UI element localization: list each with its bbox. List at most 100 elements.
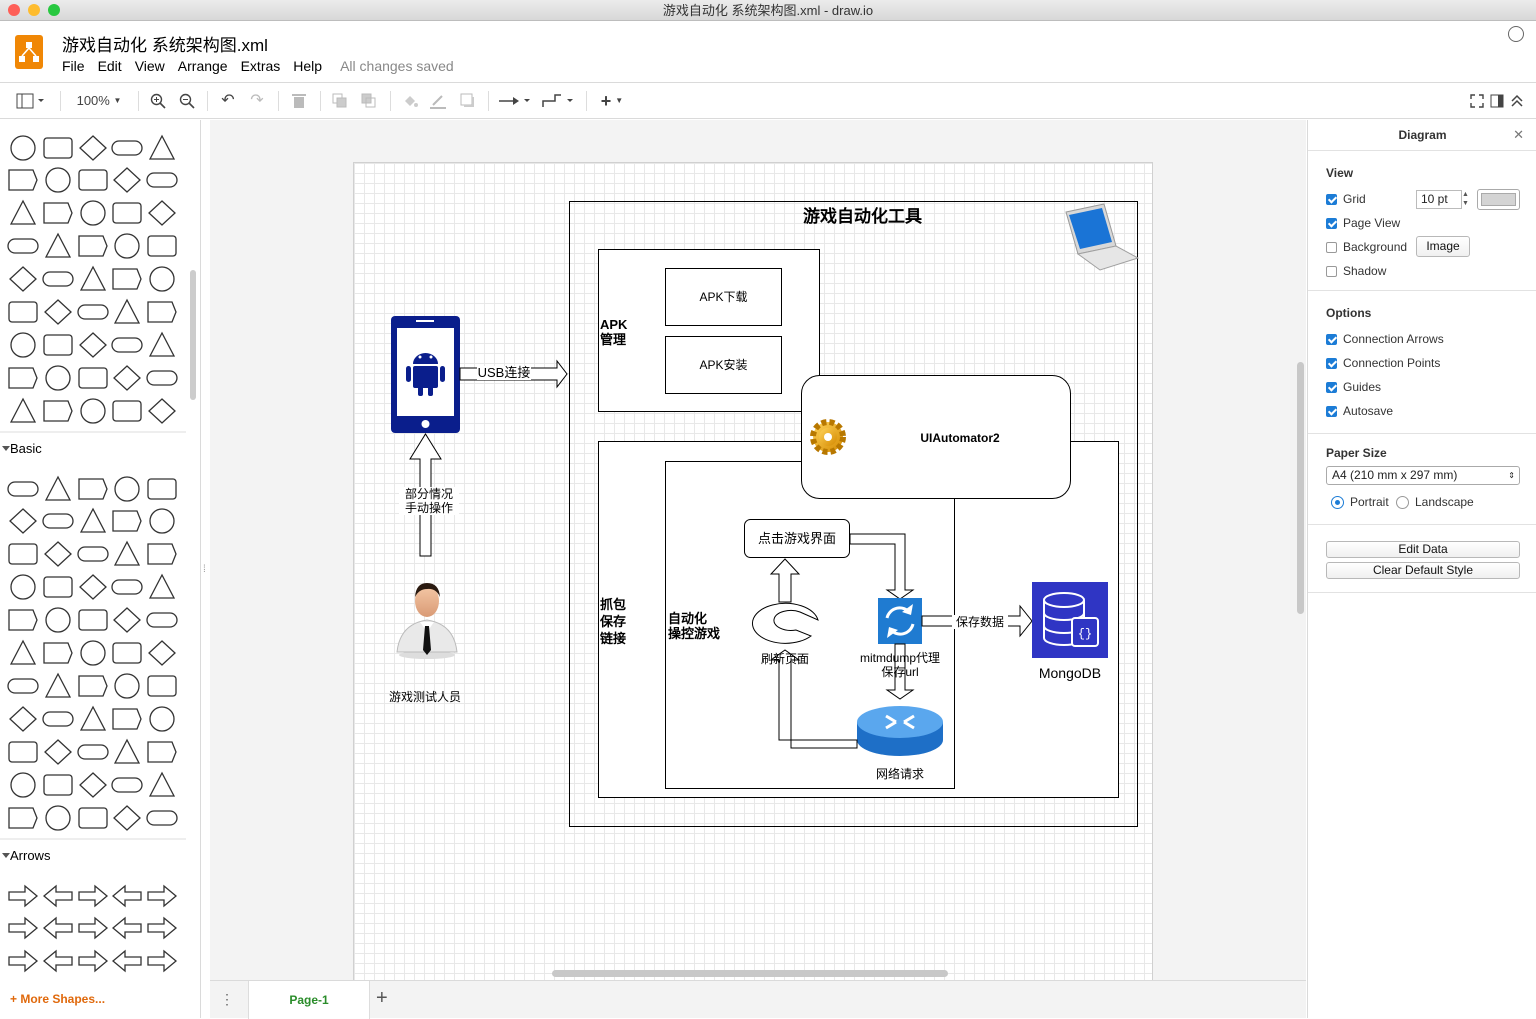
- palette-shape[interactable]: [113, 607, 141, 633]
- landscape-radio[interactable]: Landscape: [1396, 495, 1474, 509]
- palette-shape[interactable]: [147, 884, 178, 908]
- tester-label[interactable]: 游戏测试人员: [388, 690, 461, 704]
- palette-shape[interactable]: [44, 232, 72, 258]
- palette-shape[interactable]: [147, 478, 177, 500]
- palette-shape[interactable]: [80, 200, 106, 226]
- palette-shape[interactable]: [147, 235, 177, 257]
- palette-shape[interactable]: [8, 807, 38, 829]
- close-panel-icon[interactable]: ✕: [1513, 127, 1524, 142]
- format-panel-icon[interactable]: [1488, 91, 1506, 111]
- palette-shape[interactable]: [42, 884, 73, 908]
- redo-icon[interactable]: ↷: [250, 92, 264, 109]
- menu-arrange[interactable]: Arrange: [177, 58, 228, 74]
- palette-shape[interactable]: [78, 478, 108, 500]
- palette-shape[interactable]: [8, 884, 39, 908]
- palette-shape[interactable]: [9, 397, 37, 423]
- grid-size-input[interactable]: 10 pt: [1416, 190, 1462, 209]
- palette-shape[interactable]: [147, 741, 177, 763]
- palette-shape[interactable]: [79, 705, 107, 731]
- palette-shape[interactable]: [111, 884, 142, 908]
- palette-shape[interactable]: [146, 172, 178, 188]
- shadow-checkbox[interactable]: Shadow: [1326, 264, 1386, 278]
- capture-group-label[interactable]: 抓包 保存 链接: [600, 597, 627, 646]
- menu-extras[interactable]: Extras: [240, 58, 281, 74]
- palette-shape[interactable]: [44, 475, 72, 501]
- palette-shape[interactable]: [42, 711, 74, 727]
- palette-shape[interactable]: [148, 573, 176, 599]
- palette-shape[interactable]: [45, 167, 71, 193]
- palette-shape[interactable]: [44, 739, 72, 765]
- close-window-button[interactable]: [8, 4, 20, 16]
- diagram-canvas[interactable]: [210, 120, 1306, 980]
- apk-install-label[interactable]: APK安装: [699, 358, 748, 372]
- vertical-scrollbar[interactable]: [1297, 362, 1304, 614]
- sidebar-scrollbar[interactable]: [190, 270, 196, 400]
- palette-shape[interactable]: [43, 774, 73, 796]
- portrait-radio[interactable]: Portrait: [1331, 495, 1389, 509]
- palette-shape[interactable]: [146, 612, 178, 628]
- palette-shape[interactable]: [42, 949, 73, 973]
- diagram-title[interactable]: 游戏自动化工具: [803, 207, 922, 226]
- palette-shape[interactable]: [77, 304, 109, 320]
- palette-shape[interactable]: [113, 540, 141, 566]
- language-globe-icon[interactable]: [1508, 26, 1524, 42]
- palette-shape[interactable]: [112, 202, 142, 224]
- palette-shape[interactable]: [114, 476, 140, 502]
- palette-shape[interactable]: [112, 708, 142, 730]
- palette-shape[interactable]: [113, 167, 141, 193]
- palette-shape[interactable]: [112, 268, 142, 290]
- palette-shape[interactable]: [113, 298, 141, 324]
- connection-points-checkbox[interactable]: Connection Points: [1326, 356, 1440, 370]
- palette-shape[interactable]: [8, 301, 38, 323]
- palette-shape[interactable]: [43, 137, 73, 159]
- palette-shape[interactable]: [147, 543, 177, 565]
- palette-shape[interactable]: [112, 642, 142, 664]
- uiautomator-label[interactable]: UIAutomator2: [920, 431, 1000, 445]
- palette-shape[interactable]: [42, 271, 74, 287]
- image-button[interactable]: Image: [1416, 236, 1470, 257]
- mitm-label[interactable]: mitmdump代理 保存url: [859, 651, 940, 679]
- manual-label[interactable]: 部分情况 手动操作: [399, 487, 459, 515]
- grid-checkbox[interactable]: Grid: [1326, 192, 1366, 206]
- palette-shape[interactable]: [111, 140, 143, 156]
- palette-shape[interactable]: [147, 301, 177, 323]
- menu-edit[interactable]: Edit: [97, 58, 122, 74]
- format-panel-toggle-icon[interactable]: [14, 91, 48, 111]
- to-back-icon[interactable]: [359, 91, 379, 111]
- palette-shape[interactable]: [78, 169, 108, 191]
- palette-shape[interactable]: [45, 607, 71, 633]
- palette-shape[interactable]: [149, 266, 175, 292]
- palette-shape[interactable]: [148, 331, 176, 357]
- palette-shape[interactable]: [79, 265, 107, 291]
- palette-shape[interactable]: [10, 135, 36, 161]
- palette-shape[interactable]: [43, 334, 73, 356]
- palette-shape[interactable]: [8, 543, 38, 565]
- palette-shape[interactable]: [43, 642, 73, 664]
- palette-shape[interactable]: [10, 574, 36, 600]
- refresh-label[interactable]: 刷新页面: [760, 652, 809, 666]
- palette-shape[interactable]: [78, 807, 108, 829]
- palette-shape[interactable]: [77, 744, 109, 760]
- palette-shape[interactable]: [44, 299, 72, 325]
- palette-shape[interactable]: [114, 673, 140, 699]
- palette-shape[interactable]: [79, 507, 107, 533]
- apk-download-label[interactable]: APK下载: [699, 290, 748, 304]
- edit-data-button[interactable]: Edit Data: [1326, 541, 1520, 558]
- menu-file[interactable]: File: [62, 58, 85, 74]
- palette-shape[interactable]: [79, 772, 107, 798]
- palette-shape[interactable]: [8, 609, 38, 631]
- background-checkbox[interactable]: Background: [1326, 240, 1407, 254]
- autosave-checkbox[interactable]: Autosave: [1326, 404, 1393, 418]
- delete-icon[interactable]: [289, 91, 309, 111]
- palette-shape[interactable]: [113, 805, 141, 831]
- palette-shape[interactable]: [9, 266, 37, 292]
- palette-shape[interactable]: [8, 916, 39, 940]
- page-view-checkbox[interactable]: Page View: [1326, 216, 1400, 230]
- shadow-icon[interactable]: [458, 91, 478, 111]
- apk-group-label[interactable]: APK 管理: [600, 317, 628, 347]
- grid-color-button[interactable]: [1477, 189, 1520, 210]
- palette-shape[interactable]: [78, 675, 108, 697]
- palette-shape[interactable]: [78, 916, 109, 940]
- click-ui-label[interactable]: 点击游戏界面: [757, 531, 836, 546]
- palette-shape[interactable]: [43, 400, 73, 422]
